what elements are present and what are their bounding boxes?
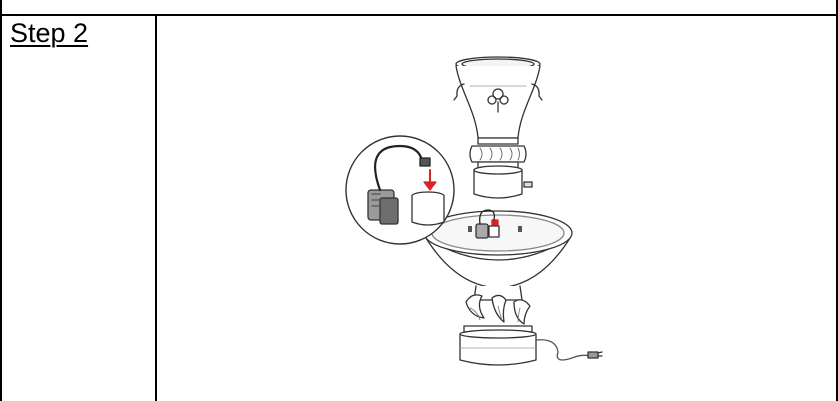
table-column-divider	[155, 14, 157, 401]
basin	[423, 209, 573, 289]
step-heading: Step 2	[10, 18, 89, 48]
pedestal	[459, 285, 537, 366]
table-top-border	[0, 14, 838, 16]
urn-emblem-icon	[487, 88, 509, 113]
table-left-border	[0, 0, 2, 401]
urn-top	[453, 56, 543, 199]
power-cord	[535, 339, 603, 361]
table-right-border	[836, 0, 838, 401]
detail-callout	[345, 135, 455, 245]
fountain-assembly-illustration	[345, 56, 603, 366]
